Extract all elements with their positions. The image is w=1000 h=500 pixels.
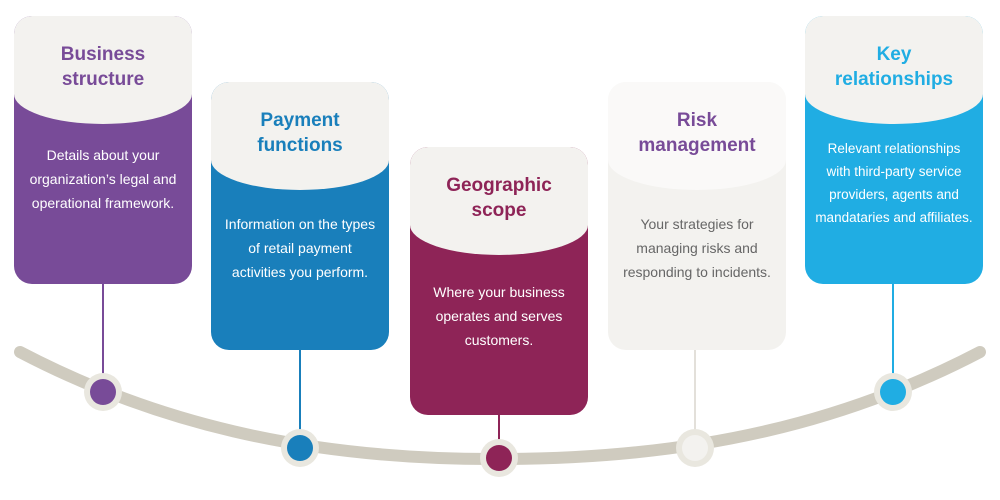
card-title: Risk management [638,110,756,156]
node-risk-dot [682,435,708,461]
card-header-bg [410,147,588,255]
card-title: Key relationships [834,44,954,90]
node-geographic-dot [486,445,512,471]
card-key-relationships: Key relationships Relevant relationships… [805,16,983,284]
node-key-dot [880,379,906,405]
card-description: Your strategies for managing risks and r… [623,216,771,280]
node-business-dot [90,379,116,405]
card-description: Relevant relationships with third-party … [815,141,973,225]
card-title: Business structure [60,44,146,90]
card-header-bg [608,82,786,190]
card-description: Where your business operates and serves … [433,284,565,348]
card-description: Details about your organization’s legal … [29,147,177,211]
card-risk-management: Risk management Your strategies for mana… [608,82,786,350]
card-description: Information on the types of retail payme… [224,216,376,280]
card-header-bg [14,16,192,124]
card-header-bg [211,82,389,190]
card-header-bg [805,16,983,124]
card-title: Geographic scope [446,175,552,221]
card-geographic-scope: Geographic scope Where your business ope… [410,147,588,415]
node-payment-dot [287,435,313,461]
card-payment-functions: Payment functions Information on the typ… [211,82,389,350]
card-business-structure: Business structure Details about your or… [14,16,192,284]
card-title: Payment functions [257,110,343,156]
